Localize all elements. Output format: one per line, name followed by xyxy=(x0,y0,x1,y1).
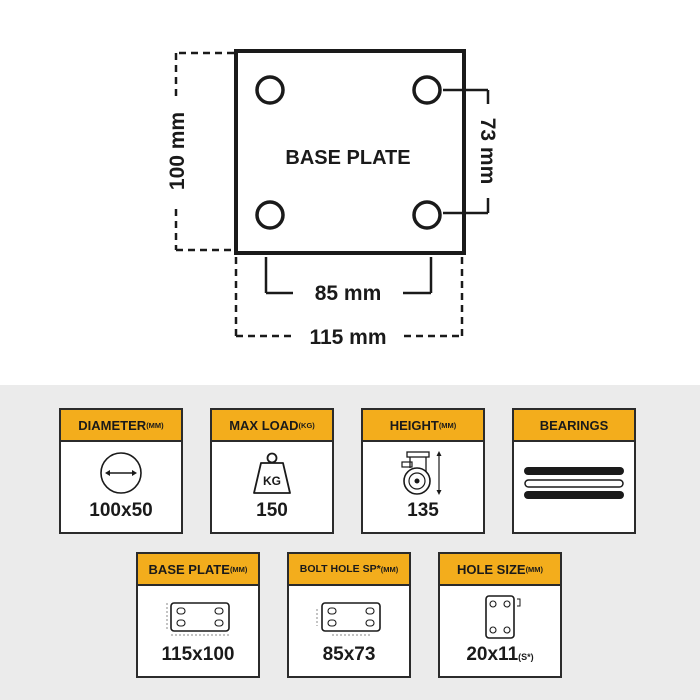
spec-card-base-plate: BASE PLATE(MM) 115x100 xyxy=(136,552,260,678)
spec-value-main: 20x11 xyxy=(466,644,519,665)
bearings-icon xyxy=(514,458,634,508)
spec-card-header: BASE PLATE(MM) xyxy=(138,554,258,586)
spec-value: 20x11(S*) xyxy=(440,644,560,666)
height-label-mask xyxy=(163,96,189,204)
spec-unit: (KG) xyxy=(298,420,315,430)
spec-card-hole-size: HOLE SIZE(MM) 20x11(S*) xyxy=(438,552,562,678)
spec-title: HOLE SIZE xyxy=(456,561,526,577)
spec-card-bolt-hole-spacing: BOLT HOLE SP*(MM) 85x73 xyxy=(287,552,411,678)
spec-card-header: BOLT HOLE SP*(MM) xyxy=(289,554,409,586)
hole-horizontal-label: 85 mm xyxy=(315,282,382,305)
hole-size-icon xyxy=(440,592,560,642)
spec-card-header: BEARINGS xyxy=(514,410,634,442)
spec-unit: (MM) xyxy=(438,420,457,430)
spec-card-header: DIAMETER(MM) xyxy=(61,410,181,442)
bolt-hole-bottom-left xyxy=(255,200,285,230)
spec-card-bearings: BEARINGS xyxy=(512,408,636,534)
bolt-hole-top-right xyxy=(412,75,442,105)
bolt-hole-spacing-icon xyxy=(289,592,409,642)
hole-vertical-label-mask xyxy=(475,104,503,198)
width-label: 115 mm xyxy=(309,326,386,349)
plate-label: BASE PLATE xyxy=(285,147,410,169)
base-plate-icon xyxy=(138,592,258,642)
spec-value-suffix: (S*) xyxy=(518,652,534,662)
spec-title: BEARINGS xyxy=(539,417,609,433)
spec-unit: (MM) xyxy=(525,564,544,574)
base-plate-diagram: 100 mm 73 mm BASE PLATE 85 mm xyxy=(163,49,503,349)
base-plate-outline xyxy=(234,49,466,255)
caster-wheel-icon xyxy=(363,448,483,498)
spec-title: BASE PLATE xyxy=(148,561,230,577)
spec-title: HEIGHT xyxy=(389,417,439,433)
spec-value: 135 xyxy=(407,500,439,521)
spec-value: 85x73 xyxy=(322,644,376,665)
spec-card-max-load: MAX LOAD(KG) KG 150 xyxy=(210,408,334,534)
spec-title: BOLT HOLE SP* xyxy=(299,563,381,575)
spec-value: 100x50 xyxy=(89,500,153,521)
spec-unit: (MM) xyxy=(380,564,399,574)
spec-value: 150 xyxy=(256,500,288,521)
bolt-hole-top-left xyxy=(255,75,285,105)
spec-title: DIAMETER xyxy=(78,417,147,433)
spec-card-diameter: DIAMETER(MM) 100x50 xyxy=(59,408,183,534)
spec-card-header: HEIGHT(MM) xyxy=(363,410,483,442)
spec-unit: (MM) xyxy=(229,564,248,574)
spec-unit: (MM) xyxy=(146,420,164,430)
bolt-hole-bottom-right xyxy=(412,200,442,230)
diameter-icon xyxy=(61,448,181,498)
width-dimension-line xyxy=(234,257,464,338)
base-plate-drawing: 100 mm 73 mm BASE PLATE 85 mm xyxy=(163,49,503,349)
hole-vertical-label: 73 mm xyxy=(476,118,499,185)
spec-value: 115x100 xyxy=(161,644,235,665)
height-label: 100 mm xyxy=(166,112,189,190)
spec-card-height: HEIGHT(MM) 135 xyxy=(361,408,485,534)
spec-card-header: HOLE SIZE(MM) xyxy=(440,554,560,586)
weight-icon-text: KG xyxy=(263,474,281,488)
hole-horizontal-dimension-line xyxy=(264,257,433,295)
weight-icon: KG xyxy=(212,448,332,498)
spec-title: MAX LOAD xyxy=(229,417,299,433)
spec-card-header: MAX LOAD(KG) xyxy=(212,410,332,442)
